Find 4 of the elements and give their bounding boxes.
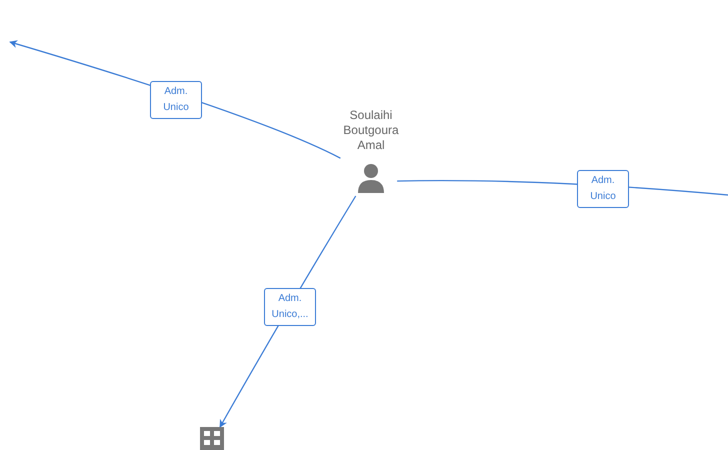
edge-label: Adm. Unico <box>577 170 629 208</box>
edge-label: Adm. Unico <box>150 81 202 119</box>
edge-label: Adm. Unico,... <box>264 288 316 326</box>
person-name: Soulaihi Boutgoura Amal <box>342 108 400 153</box>
